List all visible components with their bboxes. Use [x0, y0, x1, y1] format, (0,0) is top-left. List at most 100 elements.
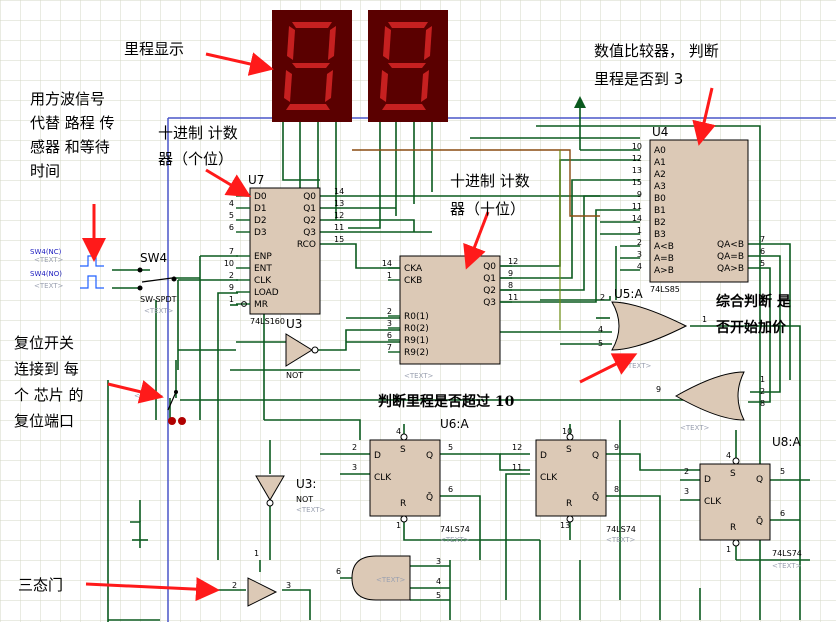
label-combined-2: 否开始加价 [715, 319, 787, 336]
u4-pin-number: 14 [632, 214, 642, 223]
svg-text:S: S [566, 445, 572, 455]
label-square-wave-3: 感器 和等待 [30, 138, 110, 156]
svg-text:5: 5 [780, 467, 785, 476]
svg-text:<TEXT>: <TEXT> [680, 424, 710, 432]
u7-pin-number: 13 [334, 199, 344, 208]
u2-pin-label: R0(1) [404, 312, 429, 322]
seven-segment-display-ones [368, 10, 448, 122]
annotations: 里程显示 数值比较器， 判断 里程是否到 3 用方波信号 代替 路程 传 感器 … [14, 40, 792, 594]
u7-name: U7 [248, 173, 264, 187]
u2-pin-label: Q0 [483, 262, 496, 272]
svg-text:74LS74: 74LS74 [440, 525, 470, 534]
u4-pin-label: A>B [654, 266, 674, 276]
u4-pin-number: 5 [760, 259, 765, 268]
u2-pin-label: Q1 [483, 274, 496, 284]
label-square-wave-2: 代替 路程 传 [30, 114, 115, 132]
svg-text:2: 2 [684, 467, 689, 476]
svg-text:6: 6 [336, 567, 341, 576]
svg-text:5: 5 [436, 591, 441, 600]
u4-pin-number: 10 [632, 142, 642, 151]
svg-text:10: 10 [562, 427, 572, 436]
u7-pin-label: Q2 [303, 216, 316, 226]
or-gate-2[interactable]: 9 1 2 8 <TEXT> [656, 371, 765, 432]
svg-text:74LS74: 74LS74 [772, 549, 802, 558]
not-gate-u3[interactable]: U3 NOT [285, 317, 319, 380]
u2-pin-number: 3 [387, 319, 392, 328]
chip-u2[interactable]: CKACKBR0(1)R0(2)R9(1)R9(2)1412367Q0Q1Q2Q… [382, 255, 518, 380]
flip-flop-u8a[interactable]: U8:A D S Q CLK R Q̄ 2 4 5 3 1 6 74LS74 <… [684, 435, 802, 570]
and-gate[interactable]: <TEXT> 6 3 4 5 [336, 555, 441, 601]
svg-text:D: D [704, 475, 711, 485]
u7-pin-label: D1 [254, 204, 267, 214]
svg-text:9: 9 [656, 385, 661, 394]
u4-pin-number: 7 [760, 235, 765, 244]
label-comparator-2: 里程是否到 3 [594, 70, 683, 88]
label-square-wave-4: 时间 [30, 162, 60, 180]
svg-text:2: 2 [232, 581, 237, 590]
u3-name: U3 [286, 317, 302, 331]
svg-text:Q: Q [592, 451, 599, 461]
not-gate-u3b[interactable]: U3: NOT <TEXT> [255, 475, 326, 514]
annotation-arrows [82, 52, 716, 602]
label-reset-2: 连接到 每 [14, 360, 79, 378]
u7-pin-label: D0 [254, 192, 267, 202]
u7-pin-label: Q0 [303, 192, 316, 202]
svg-text:6: 6 [780, 509, 785, 518]
u7-pin-label: D2 [254, 216, 267, 226]
seven-segment-display-tens [272, 10, 352, 122]
u3-part: NOT [286, 371, 303, 380]
svg-text:<TEXT>: <TEXT> [622, 362, 652, 370]
u4-pin-number: 11 [632, 202, 642, 211]
u7-pin-number: 15 [334, 235, 344, 244]
u2-pin-label: R9(1) [404, 336, 429, 346]
svg-text:S: S [730, 469, 736, 479]
u4-pin-label: QA=B [717, 252, 744, 262]
svg-text:2: 2 [760, 387, 765, 396]
flip-flop-u6a[interactable]: U6:A D S Q CLK R Q̄ 2 4 5 3 1 6 74LS74 <… [352, 417, 470, 544]
svg-text:8: 8 [760, 399, 765, 408]
svg-text:SW4(NC): SW4(NC) [30, 248, 62, 256]
svg-text:3: 3 [684, 487, 689, 496]
u2-pin-label: Q3 [483, 298, 496, 308]
label-tristate: 三态门 [18, 576, 63, 594]
chip-u4[interactable]: U4 74LS85 A0A1A2A3B0B1B2B3A<BA=BA>B10121… [632, 125, 765, 294]
u2-pin-number: 7 [387, 343, 392, 352]
label-decade-ones-2: 器（个位） [158, 150, 233, 168]
svg-text:U3:: U3: [296, 477, 316, 491]
svg-text:13: 13 [560, 521, 570, 530]
u7-pin-label: Q3 [303, 228, 316, 238]
u4-pin-label: A3 [654, 182, 666, 192]
u2-pin-label: CKB [404, 276, 422, 286]
u4-pin-number: 3 [637, 250, 642, 259]
svg-text:Q: Q [756, 475, 763, 485]
svg-text:4: 4 [436, 577, 441, 586]
u6-name: U6:A [440, 417, 469, 431]
u4-pin-number: 12 [632, 154, 642, 163]
u7-pin-number: 10 [224, 259, 234, 268]
svg-text:<TEXT>: <TEXT> [34, 256, 64, 264]
svg-text:8: 8 [614, 485, 619, 494]
flip-flop-u6b[interactable]: D S Q CLK R Q̄ 12 10 9 11 13 8 74LS74 <T… [512, 427, 636, 544]
u7-pin-label: MR [254, 300, 268, 310]
switch-sw4[interactable]: SW4 SW-SPDT <TEXT> [137, 251, 177, 315]
label-decade-ones-1: 十进制 计数 [158, 124, 238, 142]
svg-text:1: 1 [396, 521, 401, 530]
u7-pin-number: 3 [229, 187, 234, 196]
svg-text:1: 1 [726, 545, 731, 554]
u2-pin-number: 8 [508, 281, 513, 290]
tri-state-buffer[interactable]: 1 2 3 [232, 549, 291, 607]
label-reset-1: 复位开关 [14, 334, 74, 352]
svg-text:3: 3 [286, 581, 291, 590]
u4-pin-label: QA<B [717, 240, 744, 250]
u2-pin-label: Q2 [483, 286, 496, 296]
u2-pin-label: CKA [404, 264, 423, 274]
u4-pin-number: 4 [637, 262, 642, 271]
u4-pin-label: A=B [654, 254, 674, 264]
svg-text:4: 4 [598, 325, 603, 334]
wire-brown [352, 149, 600, 217]
svg-text:<TEXT>: <TEXT> [440, 536, 470, 544]
u7-pin-label: D3 [254, 228, 267, 238]
svg-text:SW4: SW4 [140, 251, 167, 265]
svg-text:D: D [374, 451, 381, 461]
